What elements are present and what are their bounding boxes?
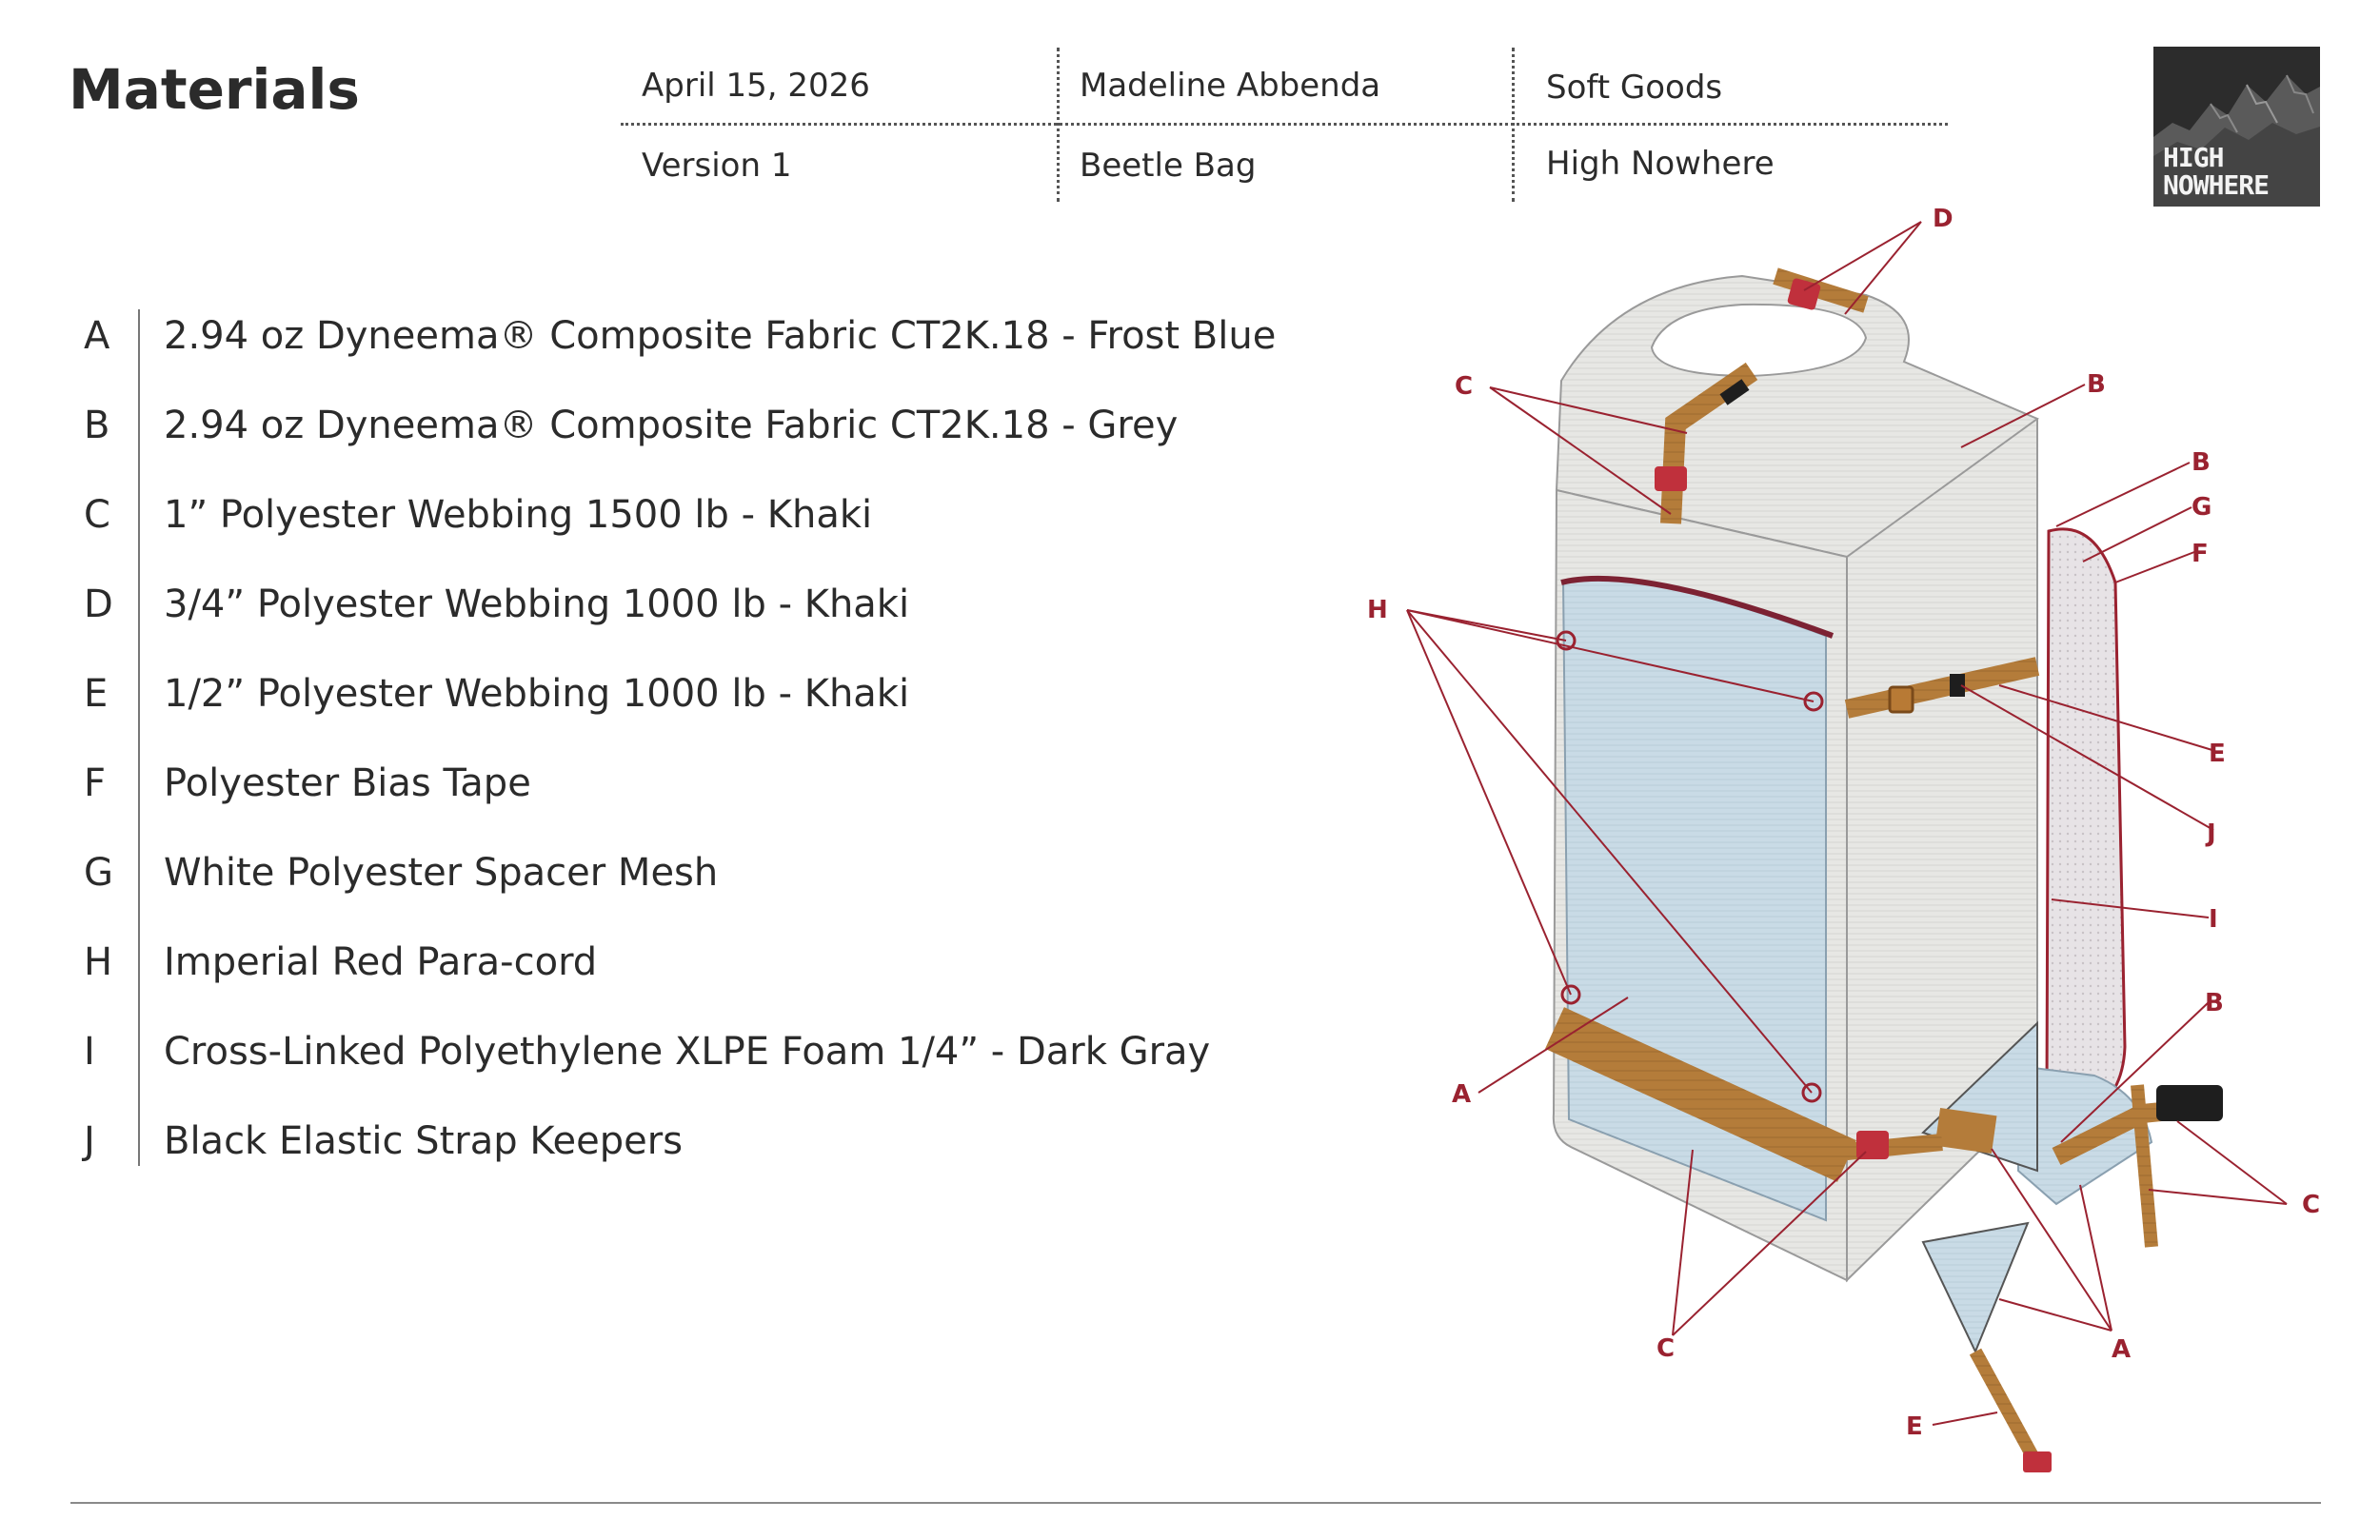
date-field: April 15, 2026	[642, 67, 870, 105]
sternum-buckle	[1888, 685, 1914, 714]
callout-b: B	[2087, 370, 2106, 399]
product-field: Beetle Bag	[1080, 147, 1257, 185]
front-strap-buckle	[1655, 466, 1687, 491]
callout-b: B	[2192, 448, 2211, 477]
legend-text: White Polyester Spacer Mesh	[164, 851, 719, 895]
header-divider	[621, 123, 1948, 126]
mountain-icon	[2153, 47, 2320, 207]
callout-a: A	[2112, 1335, 2131, 1364]
legend-text: Polyester Bias Tape	[164, 761, 531, 805]
bag-handle	[1650, 303, 1868, 378]
lower-strap	[1969, 1348, 2039, 1460]
front-strap-keeper	[1719, 379, 1750, 405]
paracord-loop	[1560, 984, 1581, 1005]
callout-c: C	[2302, 1191, 2320, 1219]
legend-item-d: D 3/4” Polyester Webbing 1000 lb - Khaki	[84, 573, 1369, 662]
legend-item-e: E 1/2” Polyester Webbing 1000 lb - Khaki	[84, 662, 1369, 752]
category-field: Soft Goods	[1546, 69, 1723, 107]
legend-letter: G	[84, 851, 113, 895]
paracord-loop	[1556, 630, 1577, 651]
callout-i: I	[2209, 905, 2218, 934]
callout-c: C	[1656, 1334, 1675, 1363]
legend-letter: I	[84, 1030, 95, 1074]
lower-flap	[1921, 1221, 2030, 1354]
legend-text: Black Elastic Strap Keepers	[164, 1119, 684, 1163]
hip-belt-webbing	[1545, 1007, 1856, 1182]
legend-letter: F	[84, 761, 107, 805]
legend-letter: B	[84, 404, 110, 447]
legend-item-j: J Black Elastic Strap Keepers	[84, 1110, 1369, 1199]
strap-keeper	[1950, 674, 1965, 697]
legend-item-g: G White Polyester Spacer Mesh	[84, 841, 1369, 931]
pocket-zipper	[1560, 575, 1835, 639]
backpack-diagram: D C B B G F H E J I B A C C A E	[1367, 205, 2320, 1472]
callout-d: D	[1933, 205, 1954, 233]
brand-field: High Nowhere	[1546, 145, 1775, 183]
brand-logo: HIGH NOWHERE	[2153, 47, 2320, 207]
shoulder-strap	[2045, 527, 2127, 1116]
legend-letter: J	[84, 1119, 95, 1163]
footer-rule	[70, 1502, 2321, 1504]
hip-flap-webbing	[1934, 1108, 1997, 1154]
legend-item-c: C 1” Polyester Webbing 1500 lb - Khaki	[84, 484, 1369, 573]
lower-buckle	[2023, 1451, 2052, 1472]
legend-text: Cross-Linked Polyethylene XLPE Foam 1/4”…	[164, 1030, 1211, 1074]
legend-item-h: H Imperial Red Para-cord	[84, 931, 1369, 1020]
legend-item-b: B 2.94 oz Dyneema® Composite Fabric CT2K…	[84, 394, 1369, 484]
callout-b: B	[2205, 989, 2224, 1017]
designer-field: Madeline Abbenda	[1080, 67, 1381, 105]
callout-lines	[1406, 221, 2288, 1426]
legend-item-a: A 2.94 oz Dyneema® Composite Fabric CT2K…	[84, 305, 1369, 394]
logo-line: NOWHERE	[2163, 169, 2270, 201]
legend-letter: C	[84, 493, 110, 537]
logo-text: HIGH NOWHERE	[2163, 142, 2270, 201]
paracord-loop	[1803, 691, 1824, 712]
callout-e: E	[1906, 1412, 1923, 1441]
version-field: Version 1	[642, 147, 792, 185]
logo-line: HIGH	[2163, 142, 2224, 173]
side-buckle	[2156, 1085, 2223, 1121]
legend-text: Imperial Red Para-cord	[164, 940, 598, 984]
sternum-strap	[1844, 657, 2040, 719]
paracord-loop	[1801, 1082, 1822, 1103]
legend-letter: D	[84, 582, 113, 626]
callout-e: E	[2209, 740, 2226, 768]
legend-item-f: F Polyester Bias Tape	[84, 752, 1369, 841]
legend-text: 2.94 oz Dyneema® Composite Fabric CT2K.1…	[164, 404, 1179, 447]
legend-item-i: I Cross-Linked Polyethylene XLPE Foam 1/…	[84, 1020, 1369, 1110]
legend-text: 3/4” Polyester Webbing 1000 lb - Khaki	[164, 582, 910, 626]
legend-letter: A	[84, 314, 110, 358]
legend-text: 2.94 oz Dyneema® Composite Fabric CT2K.1…	[164, 314, 1277, 358]
legend-rule	[138, 309, 140, 1166]
top-strap	[1773, 267, 1869, 313]
legend-letter: E	[84, 672, 109, 716]
side-strap-tail	[2131, 1084, 2158, 1248]
legend-text: 1” Polyester Webbing 1500 lb - Khaki	[164, 493, 873, 537]
legend-letter: H	[84, 940, 113, 984]
callout-h: H	[1367, 596, 1388, 624]
legend-text: 1/2” Polyester Webbing 1000 lb - Khaki	[164, 672, 910, 716]
callout-f: F	[2192, 540, 2209, 568]
callout-c: C	[1455, 372, 1473, 401]
callout-j: J	[2205, 819, 2216, 848]
callout-a: A	[1452, 1080, 1471, 1109]
callout-g: G	[2192, 493, 2211, 522]
page-title: Materials	[69, 57, 360, 122]
